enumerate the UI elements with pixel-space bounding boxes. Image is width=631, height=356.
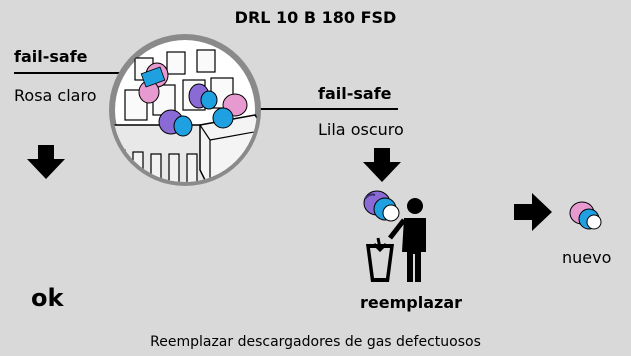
device-illustration [109, 34, 261, 186]
fail-safe-label-right: fail-safe [318, 84, 392, 103]
down-arrow-icon [27, 145, 65, 179]
down-arrow-icon [363, 148, 401, 182]
device-title: DRL 10 B 180 FSD [234, 8, 397, 27]
color-label-rosa-claro: Rosa claro [14, 86, 97, 105]
new-arrester-icon [569, 201, 602, 230]
right-arrow-icon [514, 193, 552, 231]
leader-line-right [258, 108, 398, 110]
arrester-pink-left [138, 62, 169, 104]
leader-line-left [14, 72, 122, 74]
arrester-pink-right [212, 93, 248, 129]
color-label-lila-oscuro: Lila oscuro [318, 120, 404, 139]
replace-action-label: reemplazar [360, 293, 462, 312]
new-label: nuevo [562, 248, 612, 267]
fail-safe-label-left: fail-safe [14, 47, 88, 66]
trash-disposal-icon [366, 198, 426, 282]
defective-arrester-icon [363, 190, 400, 222]
caption: Reemplazar descargadores de gas defectuo… [150, 334, 481, 350]
arrester-purple [158, 83, 218, 137]
ok-result-label: ok [31, 284, 64, 312]
